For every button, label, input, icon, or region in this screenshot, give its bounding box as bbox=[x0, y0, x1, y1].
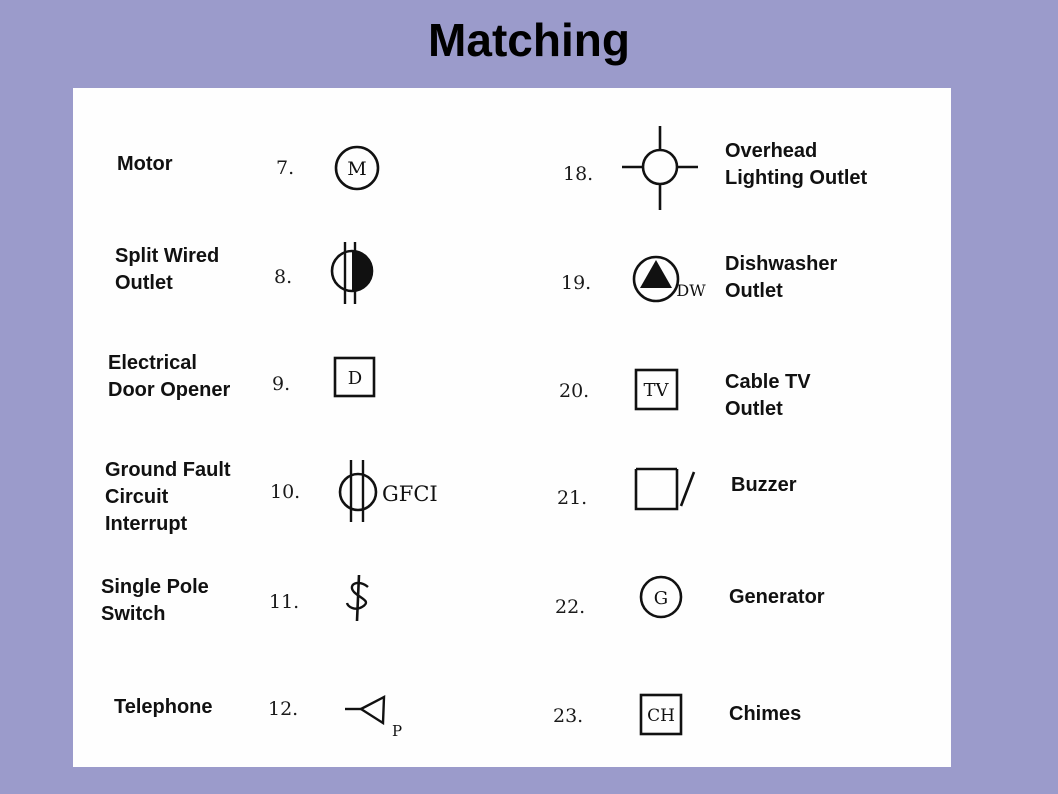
number-18: 18. bbox=[563, 163, 594, 185]
buzzer-symbol bbox=[634, 467, 696, 511]
number-8: 8. bbox=[274, 266, 293, 288]
page-title: Matching bbox=[428, 14, 630, 66]
number-10: 10. bbox=[270, 481, 301, 503]
label-gfci-line-2: Circuit bbox=[105, 486, 169, 508]
label-split-wired-line-1: Split Wired bbox=[115, 245, 220, 267]
number-23: 23. bbox=[553, 705, 584, 727]
number-19: 19. bbox=[561, 272, 592, 294]
overhead-lighting-outlet-symbol bbox=[622, 126, 698, 210]
motor-symbol-text: M bbox=[347, 158, 366, 180]
label-telephone-line-1: Telephone bbox=[114, 696, 213, 718]
generator-symbol-text: G bbox=[654, 588, 668, 609]
label-split-wired-line-2: Outlet bbox=[115, 272, 173, 294]
generator-symbol: G bbox=[639, 575, 683, 619]
chimes-symbol: CH bbox=[639, 693, 683, 736]
door-opener-symbol-text: D bbox=[348, 368, 362, 389]
label-dishwasher-line-1: Dishwasher bbox=[725, 253, 838, 275]
label-overhead-line-1: Overhead bbox=[725, 140, 818, 162]
door-opener-symbol: D bbox=[333, 356, 376, 398]
single-pole-switch-symbol bbox=[345, 574, 369, 622]
label-telephone: Telephone bbox=[114, 694, 213, 721]
label-electrical-door-opener: Electrical Door Opener bbox=[108, 350, 230, 404]
label-overhead-line-2: Lighting Outlet bbox=[725, 167, 868, 189]
label-dishwasher-outlet: Dishwasher Outlet bbox=[725, 251, 837, 305]
cable-tv-outlet-symbol: TV bbox=[634, 368, 679, 411]
label-generator: Generator bbox=[729, 584, 825, 611]
number-9: 9. bbox=[272, 373, 291, 395]
gfci-symbol-text: GFCI bbox=[382, 482, 438, 506]
label-cable-tv-outlet: Cable TV Outlet bbox=[725, 369, 811, 423]
number-11: 11. bbox=[269, 591, 300, 613]
motor-symbol: M bbox=[334, 145, 380, 191]
number-7: 7. bbox=[276, 157, 295, 179]
number-20: 20. bbox=[559, 380, 590, 402]
number-12: 12. bbox=[268, 698, 299, 720]
label-door-opener-line-1: Electrical bbox=[108, 352, 197, 374]
label-door-opener-line-2: Door Opener bbox=[108, 379, 231, 401]
number-21: 21. bbox=[557, 487, 588, 509]
label-motor: Motor bbox=[117, 151, 173, 178]
label-cable-tv-line-2: Outlet bbox=[725, 398, 783, 420]
label-buzzer-line-1: Buzzer bbox=[731, 474, 797, 496]
dishwasher-outlet-symbol: DW bbox=[632, 255, 706, 303]
telephone-symbol-text: P bbox=[392, 722, 402, 740]
label-generator-line-1: Generator bbox=[729, 586, 825, 608]
split-wired-outlet-symbol bbox=[330, 242, 374, 304]
label-chimes-line-1: Chimes bbox=[729, 703, 802, 725]
label-buzzer: Buzzer bbox=[731, 472, 797, 499]
label-overhead-lighting-outlet: Overhead Lighting Outlet bbox=[725, 138, 867, 192]
symbol-sheet: Motor Split Wired Outlet Electrical Door… bbox=[73, 88, 951, 767]
gfci-symbol: GFCI bbox=[338, 460, 438, 522]
label-dishwasher-line-2: Outlet bbox=[725, 280, 783, 302]
label-single-pole-line-1: Single Pole bbox=[101, 576, 209, 598]
number-22: 22. bbox=[555, 596, 586, 618]
label-motor-line-1: Motor bbox=[117, 153, 173, 175]
label-split-wired-outlet: Split Wired Outlet bbox=[115, 243, 219, 297]
label-gfci-line-3: Interrupt bbox=[105, 513, 188, 535]
cable-tv-symbol-text: TV bbox=[643, 380, 669, 401]
label-cable-tv-line-1: Cable TV bbox=[725, 371, 811, 393]
label-ground-fault-circuit-interrupt: Ground Fault Circuit Interrupt bbox=[105, 457, 231, 538]
chimes-symbol-text: CH bbox=[647, 706, 675, 726]
label-single-pole-line-2: Switch bbox=[101, 603, 166, 625]
label-chimes: Chimes bbox=[729, 701, 801, 728]
dishwasher-symbol-text: DW bbox=[676, 281, 706, 300]
label-gfci-line-1: Ground Fault bbox=[105, 459, 231, 481]
label-single-pole-switch: Single Pole Switch bbox=[101, 574, 209, 628]
telephone-symbol: P bbox=[345, 694, 402, 740]
